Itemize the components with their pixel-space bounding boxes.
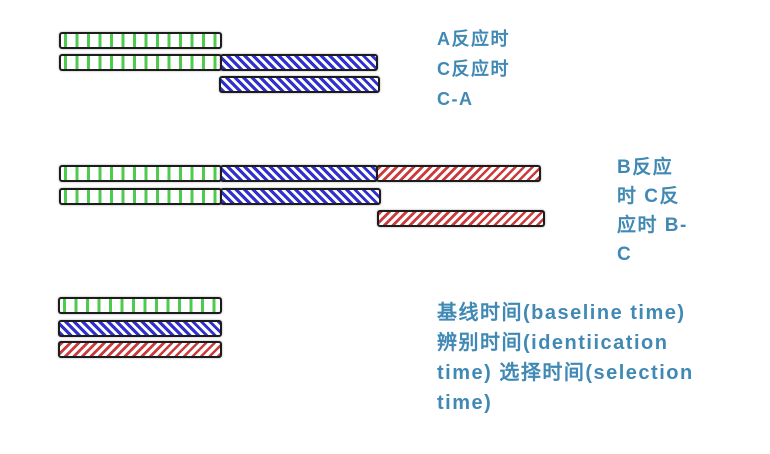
label-a-reaction-group: A反应时 C反应时 C-A bbox=[437, 24, 510, 114]
legend-row-1 bbox=[58, 297, 222, 314]
baseline-bar-segment bbox=[59, 54, 222, 71]
label-line-c-reaction: C反应时 bbox=[437, 59, 510, 79]
a-reaction-row-2 bbox=[59, 54, 378, 71]
identification-bar-segment bbox=[58, 320, 222, 337]
legend-line-selection: time) 选择时间(selection bbox=[437, 362, 694, 384]
baseline-bar-segment bbox=[59, 165, 222, 182]
label-line-c-minus-a: C-A bbox=[437, 89, 474, 109]
b-reaction-row-2 bbox=[59, 188, 381, 205]
label-line-1: B反应 bbox=[617, 157, 674, 178]
legend-row-2 bbox=[58, 320, 222, 337]
label-line-2: 时 C反 bbox=[617, 186, 681, 207]
label-line-4: C bbox=[617, 244, 633, 265]
legend-row-3 bbox=[58, 341, 222, 358]
legend-line-identification: 辨别时间(identiication bbox=[437, 332, 669, 354]
b-reaction-row-3 bbox=[377, 210, 545, 227]
baseline-bar-segment bbox=[58, 297, 222, 314]
label-b-reaction-group: B反应 时 C反 应时 B- C bbox=[617, 153, 688, 269]
baseline-bar-segment bbox=[59, 188, 222, 205]
a-reaction-row-1 bbox=[59, 32, 222, 49]
selection-bar-segment bbox=[58, 341, 222, 358]
label-legend-group: 基线时间(baseline time) 辨别时间(identiication t… bbox=[437, 298, 694, 418]
label-line-3: 应时 B- bbox=[617, 215, 688, 236]
legend-line-baseline: 基线时间(baseline time) bbox=[437, 302, 686, 324]
selection-bar-segment bbox=[377, 210, 545, 227]
identification-bar-segment bbox=[220, 165, 378, 182]
selection-bar-segment bbox=[376, 165, 541, 182]
baseline-bar-segment bbox=[59, 32, 222, 49]
b-reaction-row-1 bbox=[59, 165, 541, 182]
identification-bar-segment bbox=[220, 188, 381, 205]
identification-bar-segment bbox=[219, 76, 380, 93]
label-line-a-reaction: A反应时 bbox=[437, 29, 510, 49]
identification-bar-segment bbox=[220, 54, 378, 71]
legend-line-tail: time) bbox=[437, 392, 493, 414]
a-reaction-row-3 bbox=[219, 76, 380, 93]
